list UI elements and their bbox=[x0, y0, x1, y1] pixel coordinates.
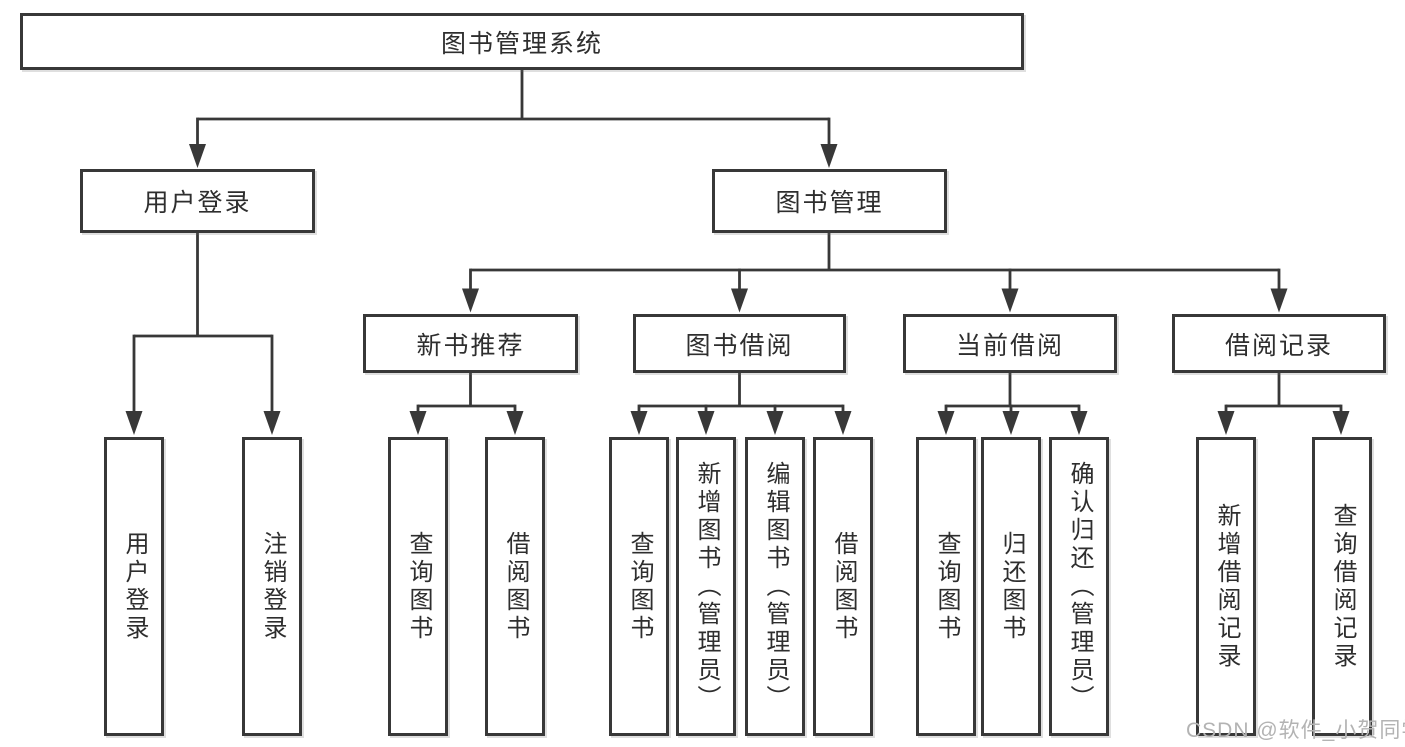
leaf-query-borrow-record: 查询借阅记录 bbox=[1312, 437, 1372, 736]
leaf-label: 新增借阅记录 bbox=[1213, 502, 1240, 671]
node-label: 图书管理 bbox=[775, 189, 884, 217]
leaf-add-borrow-record: 新增借阅记录 bbox=[1196, 437, 1256, 736]
leaf-label: 借阅图书 bbox=[502, 530, 529, 643]
leaf-query-book-borrow: 查询图书 bbox=[609, 437, 669, 736]
leaf-label: 查询图书 bbox=[626, 530, 653, 643]
node-borrow-records: 借阅记录 bbox=[1172, 314, 1386, 373]
leaf-logout: 注销登录 bbox=[242, 437, 302, 736]
leaf-user-login: 用户登录 bbox=[104, 437, 164, 736]
leaf-label: 查询图书 bbox=[405, 530, 432, 643]
leaf-label: 编辑图书（管理员） bbox=[762, 460, 789, 713]
leaf-edit-book-admin: 编辑图书（管理员） bbox=[745, 437, 805, 736]
leaf-label: 注销登录 bbox=[259, 530, 286, 643]
leaf-label: 借阅图书 bbox=[830, 530, 857, 643]
node-book-management: 图书管理 bbox=[712, 169, 947, 233]
node-new-book-recommend: 新书推荐 bbox=[363, 314, 578, 373]
node-label: 借阅记录 bbox=[1224, 331, 1333, 360]
leaf-label: 用户登录 bbox=[121, 530, 148, 643]
leaf-label: 查询借阅记录 bbox=[1329, 502, 1356, 671]
leaf-query-book-recommend: 查询图书 bbox=[388, 437, 448, 736]
leaf-confirm-return-admin: 确认归还（管理员） bbox=[1049, 437, 1109, 736]
leaf-query-book-current: 查询图书 bbox=[916, 437, 976, 736]
leaf-return-book: 归还图书 bbox=[981, 437, 1041, 736]
watermark: CSDN @软件_小贺同学 bbox=[1186, 719, 1405, 742]
node-label: 图书借阅 bbox=[685, 331, 794, 360]
node-root: 图书管理系统 bbox=[20, 13, 1024, 70]
leaf-label: 确认归还（管理员） bbox=[1066, 460, 1093, 713]
node-current-borrow: 当前借阅 bbox=[903, 314, 1117, 373]
node-book-borrow: 图书借阅 bbox=[633, 314, 846, 373]
leaf-label: 归还图书 bbox=[998, 530, 1025, 643]
node-user-login: 用户登录 bbox=[80, 169, 315, 233]
leaf-add-book-admin: 新增图书（管理员） bbox=[676, 437, 736, 736]
node-label: 新书推荐 bbox=[416, 331, 525, 360]
leaf-label: 查询图书 bbox=[933, 530, 960, 643]
leaf-borrow-book-recommend: 借阅图书 bbox=[485, 437, 545, 736]
leaf-borrow-book: 借阅图书 bbox=[813, 437, 873, 736]
node-label: 图书管理系统 bbox=[440, 29, 603, 58]
leaf-label: 新增图书（管理员） bbox=[693, 460, 720, 713]
node-label: 当前借阅 bbox=[955, 331, 1064, 360]
node-label: 用户登录 bbox=[143, 189, 252, 217]
